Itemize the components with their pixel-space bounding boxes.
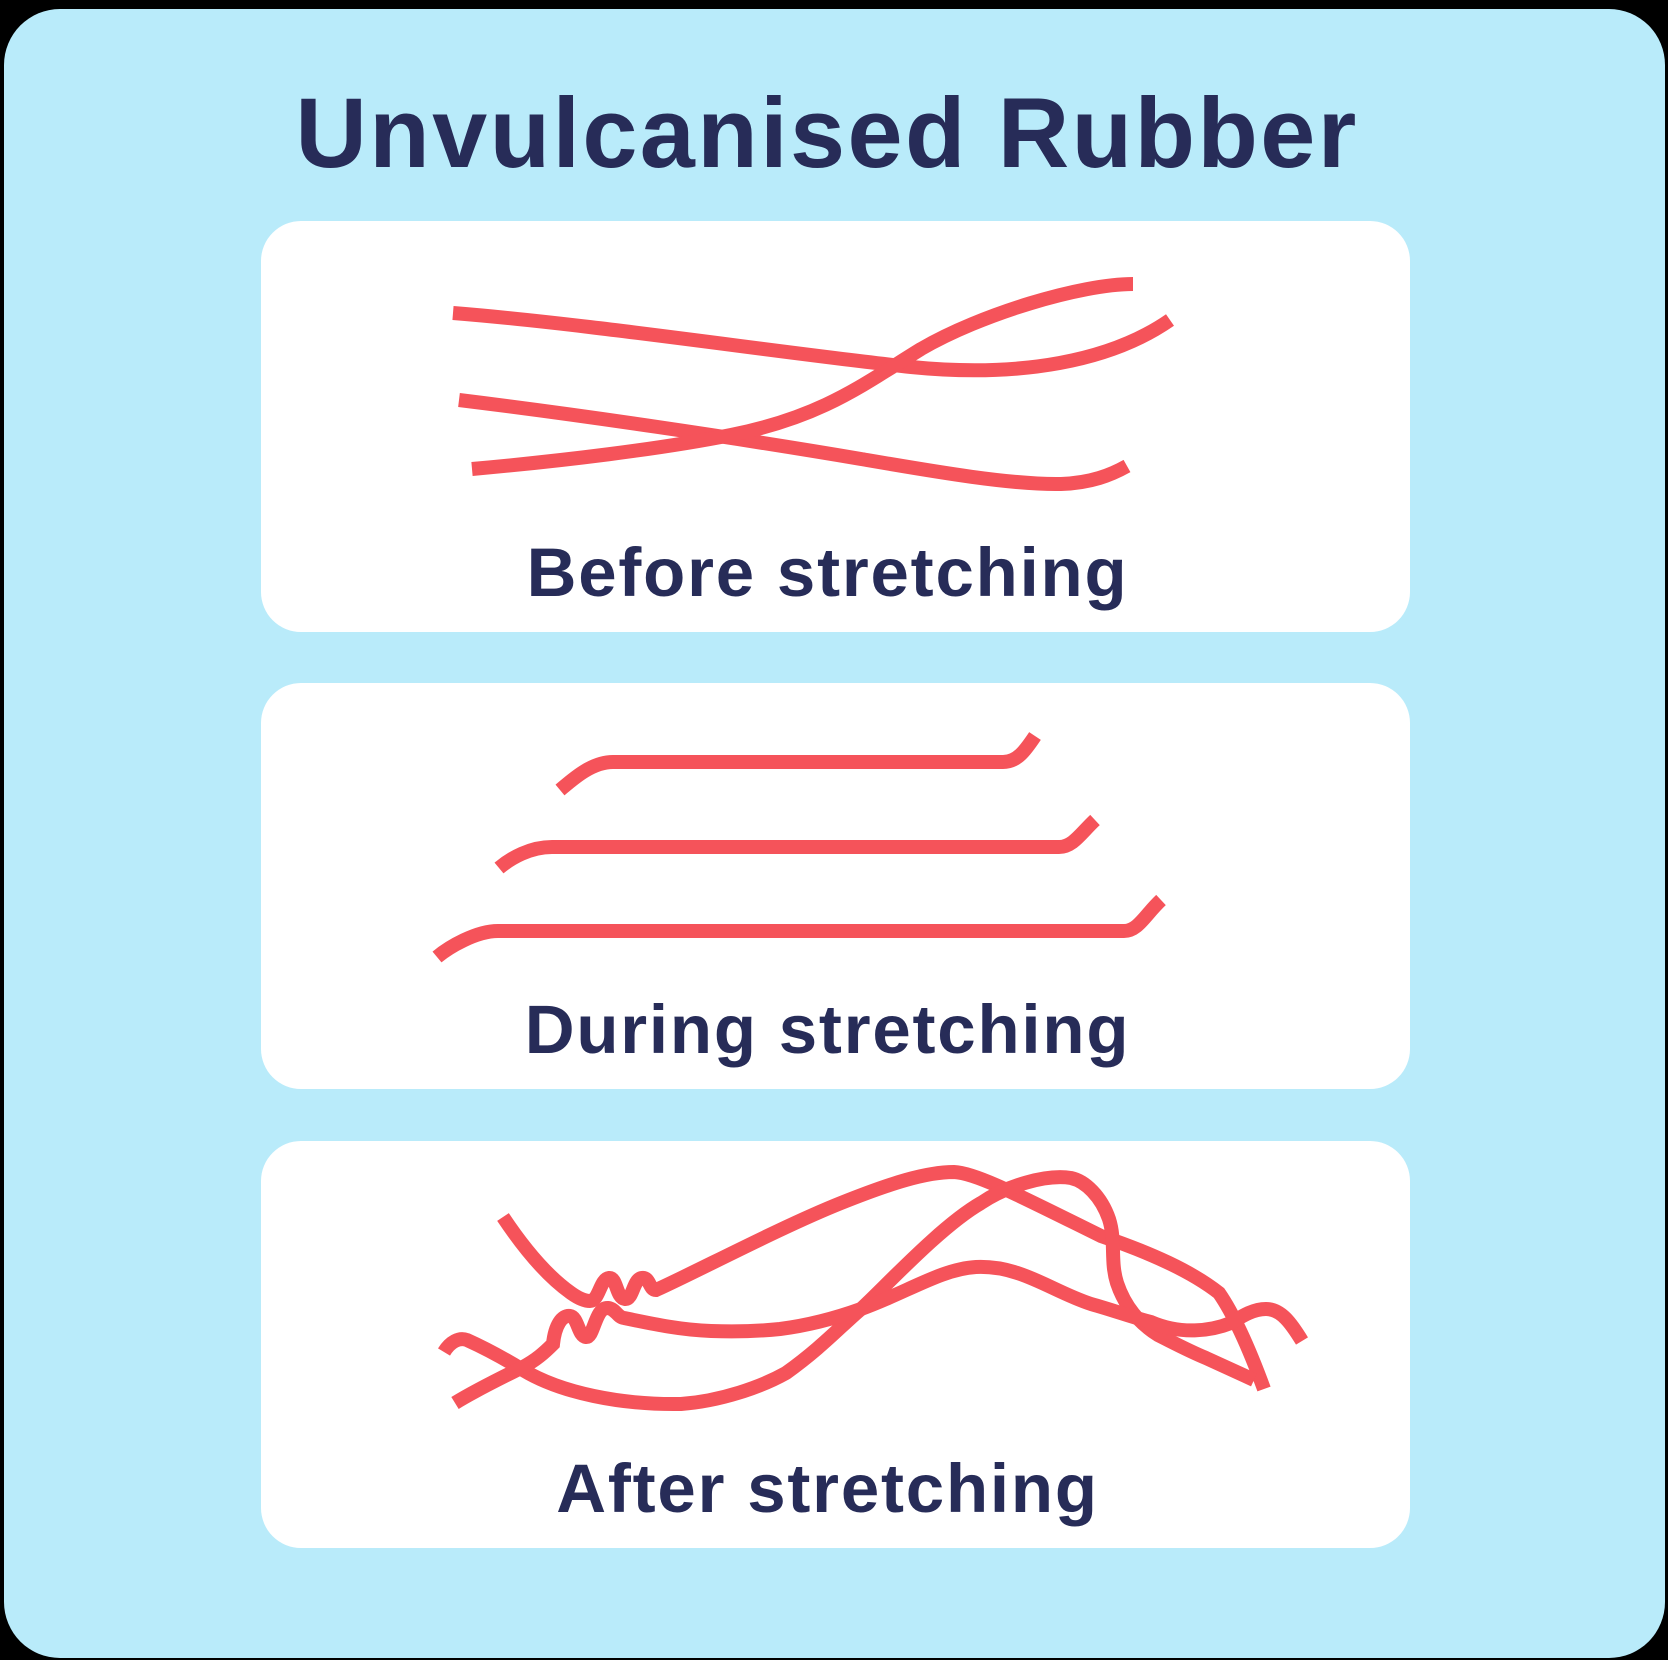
polymer-strand: [555, 732, 1041, 796]
card-after-stretching: After stretching: [261, 1141, 1410, 1548]
before-stretching-illustration: [452, 277, 1174, 492]
card-during-stretching: During stretching: [261, 683, 1410, 1089]
after-stretching-illustration: [437, 1164, 1308, 1412]
page-title: Unvulcanised Rubber: [295, 77, 1359, 188]
card-label: After stretching: [556, 1450, 1099, 1527]
polymer-strand: [452, 306, 1174, 378]
during-stretching-illustration: [432, 732, 1166, 963]
polymer-strand: [497, 1164, 1271, 1392]
polymer-strand: [451, 1259, 1308, 1409]
polymer-strand: [458, 393, 1131, 492]
polymer-strand: [432, 894, 1166, 963]
card-before-stretching: Before stretching: [261, 221, 1410, 632]
polymer-strand: [494, 814, 1100, 874]
polymer-strand: [471, 277, 1134, 476]
card-label: During stretching: [524, 991, 1131, 1068]
card-label: Before stretching: [526, 534, 1129, 611]
